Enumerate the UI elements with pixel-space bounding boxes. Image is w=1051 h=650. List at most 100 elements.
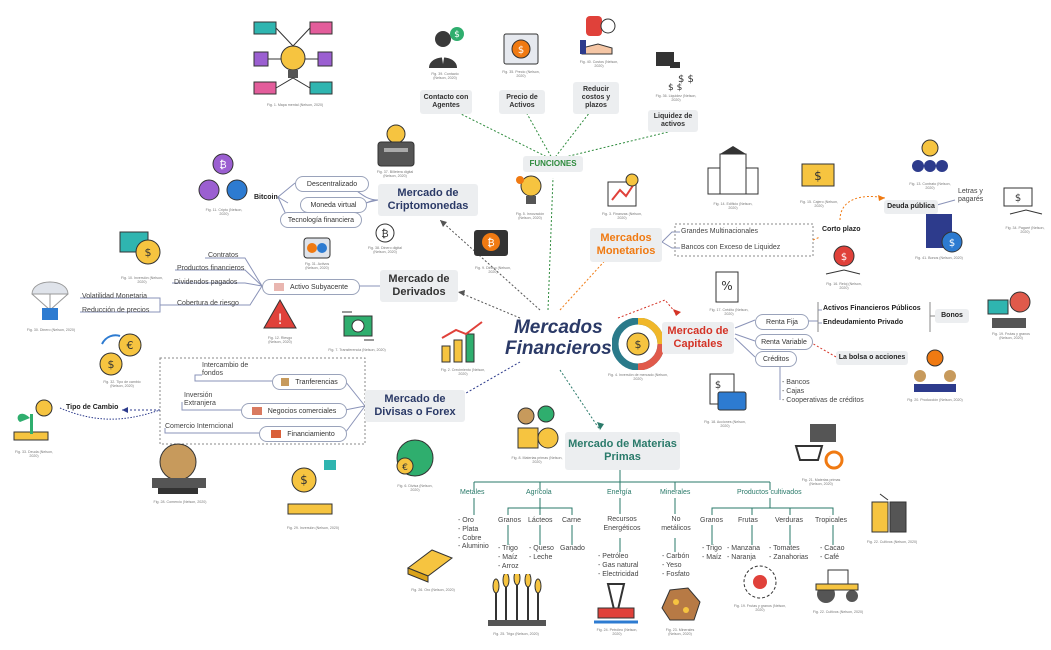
materias-energia-sub: Recursos Energéticos xyxy=(603,516,641,532)
caption-f24: Fig. 24. Petróleo (Nelson, 2020) xyxy=(596,628,638,637)
debt-document-icon: $ xyxy=(926,214,963,253)
divisas-pill-negocios: Negocios comerciales xyxy=(241,403,347,419)
tractor-icon xyxy=(815,569,859,603)
assets-icon xyxy=(303,237,331,259)
caption-f25: Fig. 25. Trigo (Nelson, 2020) xyxy=(493,632,539,636)
list-item: - Leche xyxy=(529,553,553,561)
transfer-icon xyxy=(342,311,374,341)
caption-f9: Fig. 9. Dinero (Nelson, 2020) xyxy=(475,266,511,275)
list-item: - Zanahorias xyxy=(769,553,809,561)
shareholders-icon xyxy=(914,349,956,392)
svg-text:$: $ xyxy=(518,45,524,56)
cripto-title: Mercado de Criptomonedas xyxy=(378,184,478,216)
divisas-title: Mercado de Divisas o Forex xyxy=(365,390,465,422)
list-item: - Cobre xyxy=(458,534,482,542)
caption-f5: Fig. 5. Innovación (Nelson, 2020) xyxy=(515,212,545,221)
materias-sub-carne: Carne xyxy=(562,517,582,524)
caption-f3: Fig. 3. Finanzas (Nelson, 2020) xyxy=(602,212,642,221)
capitales-fija-publicos: Activos Financieros Públicos xyxy=(823,305,921,312)
caption-f10: Fig. 10. Inversión (Nelson, 2020) xyxy=(121,276,163,285)
center-title: Mercados Financieros xyxy=(505,317,612,360)
caption-f26: Fig. 26. Oro (Nelson, 2020) xyxy=(411,588,455,592)
divisas-note-intercambio-text: Intercambio de fondos xyxy=(202,362,249,378)
list-item: - Cacao xyxy=(820,545,845,552)
bank-building-icon xyxy=(707,146,759,195)
materias-lacteos-list: - Queso - Leche xyxy=(529,545,554,563)
gold-bar-icon xyxy=(406,549,454,583)
caption-f11: Fig. 11. Cripto (Nelson, 2020) xyxy=(205,208,243,217)
caption-f20: Fig. 20. Producción (Nelson, 2020) xyxy=(907,398,963,402)
cripto-pill-descentralizado: Descentralizado xyxy=(295,176,369,192)
caption-f28: Fig. 28. Comercio (Nelson, 2020) xyxy=(153,500,207,504)
production-icon xyxy=(794,424,844,470)
crypto-coins-icon: ₿ xyxy=(198,153,248,201)
list-item: - Queso xyxy=(529,545,554,552)
capitales-renta-fija: Renta Fija xyxy=(755,314,809,330)
divisas-pill-negocios-label: Negocios comerciales xyxy=(267,407,337,415)
bitcoin-wallet-icon: ₿ xyxy=(474,230,508,256)
caption-f8: Fig. 8. Materias primas (Nelson, 2020) xyxy=(511,456,563,465)
fruits-grains-icon xyxy=(743,565,777,599)
svg-text:$: $ xyxy=(715,380,721,391)
center-caption: Fig. 4. Inversión de mercado (Nelson, 20… xyxy=(608,373,668,382)
svg-text:$: $ xyxy=(949,238,955,249)
svg-text:$: $ xyxy=(145,246,152,259)
funcion-liquidez: Liquidez de activos xyxy=(648,110,698,132)
parachute-icon xyxy=(31,281,69,320)
caption-f32: Fig. 32. Tipo de cambio (Nelson, 2020) xyxy=(103,380,141,389)
derivados-reduccion: Reducción de precios xyxy=(82,307,150,314)
materias-cult-frutas: Frutas xyxy=(738,517,758,524)
list-item: - Petróleo xyxy=(598,553,629,560)
world-money-icon: € xyxy=(396,439,434,477)
coin-stack-icon xyxy=(281,378,290,386)
payment-note-icon: $ xyxy=(1003,187,1043,215)
materias-cult-granos: Granos xyxy=(700,517,723,524)
innovation-icon xyxy=(516,175,542,204)
svg-text:%: % xyxy=(721,279,732,293)
global-commerce-icon xyxy=(152,443,206,494)
cripto-bitcoin-label: Bitcoin xyxy=(254,194,278,201)
derivados-contratos: Contratos xyxy=(208,252,239,259)
funcion-reducir: Reducir costos y plazos xyxy=(573,82,619,114)
materias-c-frutas-list: - Manzana - Naranja xyxy=(727,545,760,563)
materias-c-verduras-list: - Tomates - Zanahorias xyxy=(769,545,808,563)
capitales-bonos: Bonos xyxy=(935,309,969,323)
caption-f19: Fig. 19. Frutas y granos (Nelson, 2020) xyxy=(992,332,1030,341)
caption-f6: Fig. 6. Divisa (Nelson, 2020) xyxy=(397,484,433,493)
svg-text:€: € xyxy=(127,339,134,352)
list-item: - Plata xyxy=(458,525,479,533)
materias-cult-tropicales: Tropicales xyxy=(815,517,848,524)
list-item: - Maíz xyxy=(498,553,518,561)
derivados-volatilidad: Volatilidad Monetaria xyxy=(82,293,147,300)
caption-f16: Fig. 16. Reloj (Nelson, 2020) xyxy=(826,282,862,291)
caption-f33: Fig. 33. Deuda (Nelson, 2020) xyxy=(15,450,53,459)
caption-f14: Fig. 14. Edificio (Nelson, 2020) xyxy=(713,202,753,211)
materias-sub-granos: Granos xyxy=(498,517,521,524)
monetarios-item-multinacionales: Grandes Multinacionales xyxy=(681,228,759,235)
risk-icon: ! xyxy=(263,298,297,329)
list-item: - Gas natural xyxy=(598,561,639,569)
materias-sub-lacteos: Lácteos xyxy=(528,517,553,524)
center-title-line2: Financieros xyxy=(505,337,612,359)
derivados-dividendos: Dividendos pagados xyxy=(174,279,238,286)
center-title-line1: Mercados xyxy=(513,317,603,338)
materias-energia-list: - Petróleo - Gas natural - Electricidad xyxy=(598,553,638,579)
list-item: - Electricidad xyxy=(598,570,639,578)
cripto-pill-moneda-virtual: Moneda virtual xyxy=(300,197,367,213)
divisas-note-inversion-text: Inversión Extranjera xyxy=(184,392,216,408)
cost-reduction-icon xyxy=(580,16,616,55)
oil-rig-icon xyxy=(594,583,638,624)
time-money-icon: $ xyxy=(825,245,861,275)
divisas-pill-financiamiento-label: Financiamiento xyxy=(287,430,335,438)
cash-bill-icon: $ xyxy=(801,163,835,187)
list-item: - Carbón xyxy=(662,553,690,560)
svg-text:$: $ xyxy=(300,473,308,487)
svg-text:$: $ xyxy=(841,252,847,263)
materias-cat-cultivados: Productos cultivados xyxy=(737,489,802,496)
monetarios-letras: Letras y pagarés xyxy=(958,188,984,204)
monetarios-item-bancos: Bancos con Exceso de Liquidez xyxy=(681,244,781,251)
list-item: - Naranja xyxy=(727,553,756,561)
caption-f41: Fig. 41. Bonos (Nelson, 2020) xyxy=(915,256,963,260)
derivados-hub: Activo Subyacente xyxy=(262,279,360,295)
